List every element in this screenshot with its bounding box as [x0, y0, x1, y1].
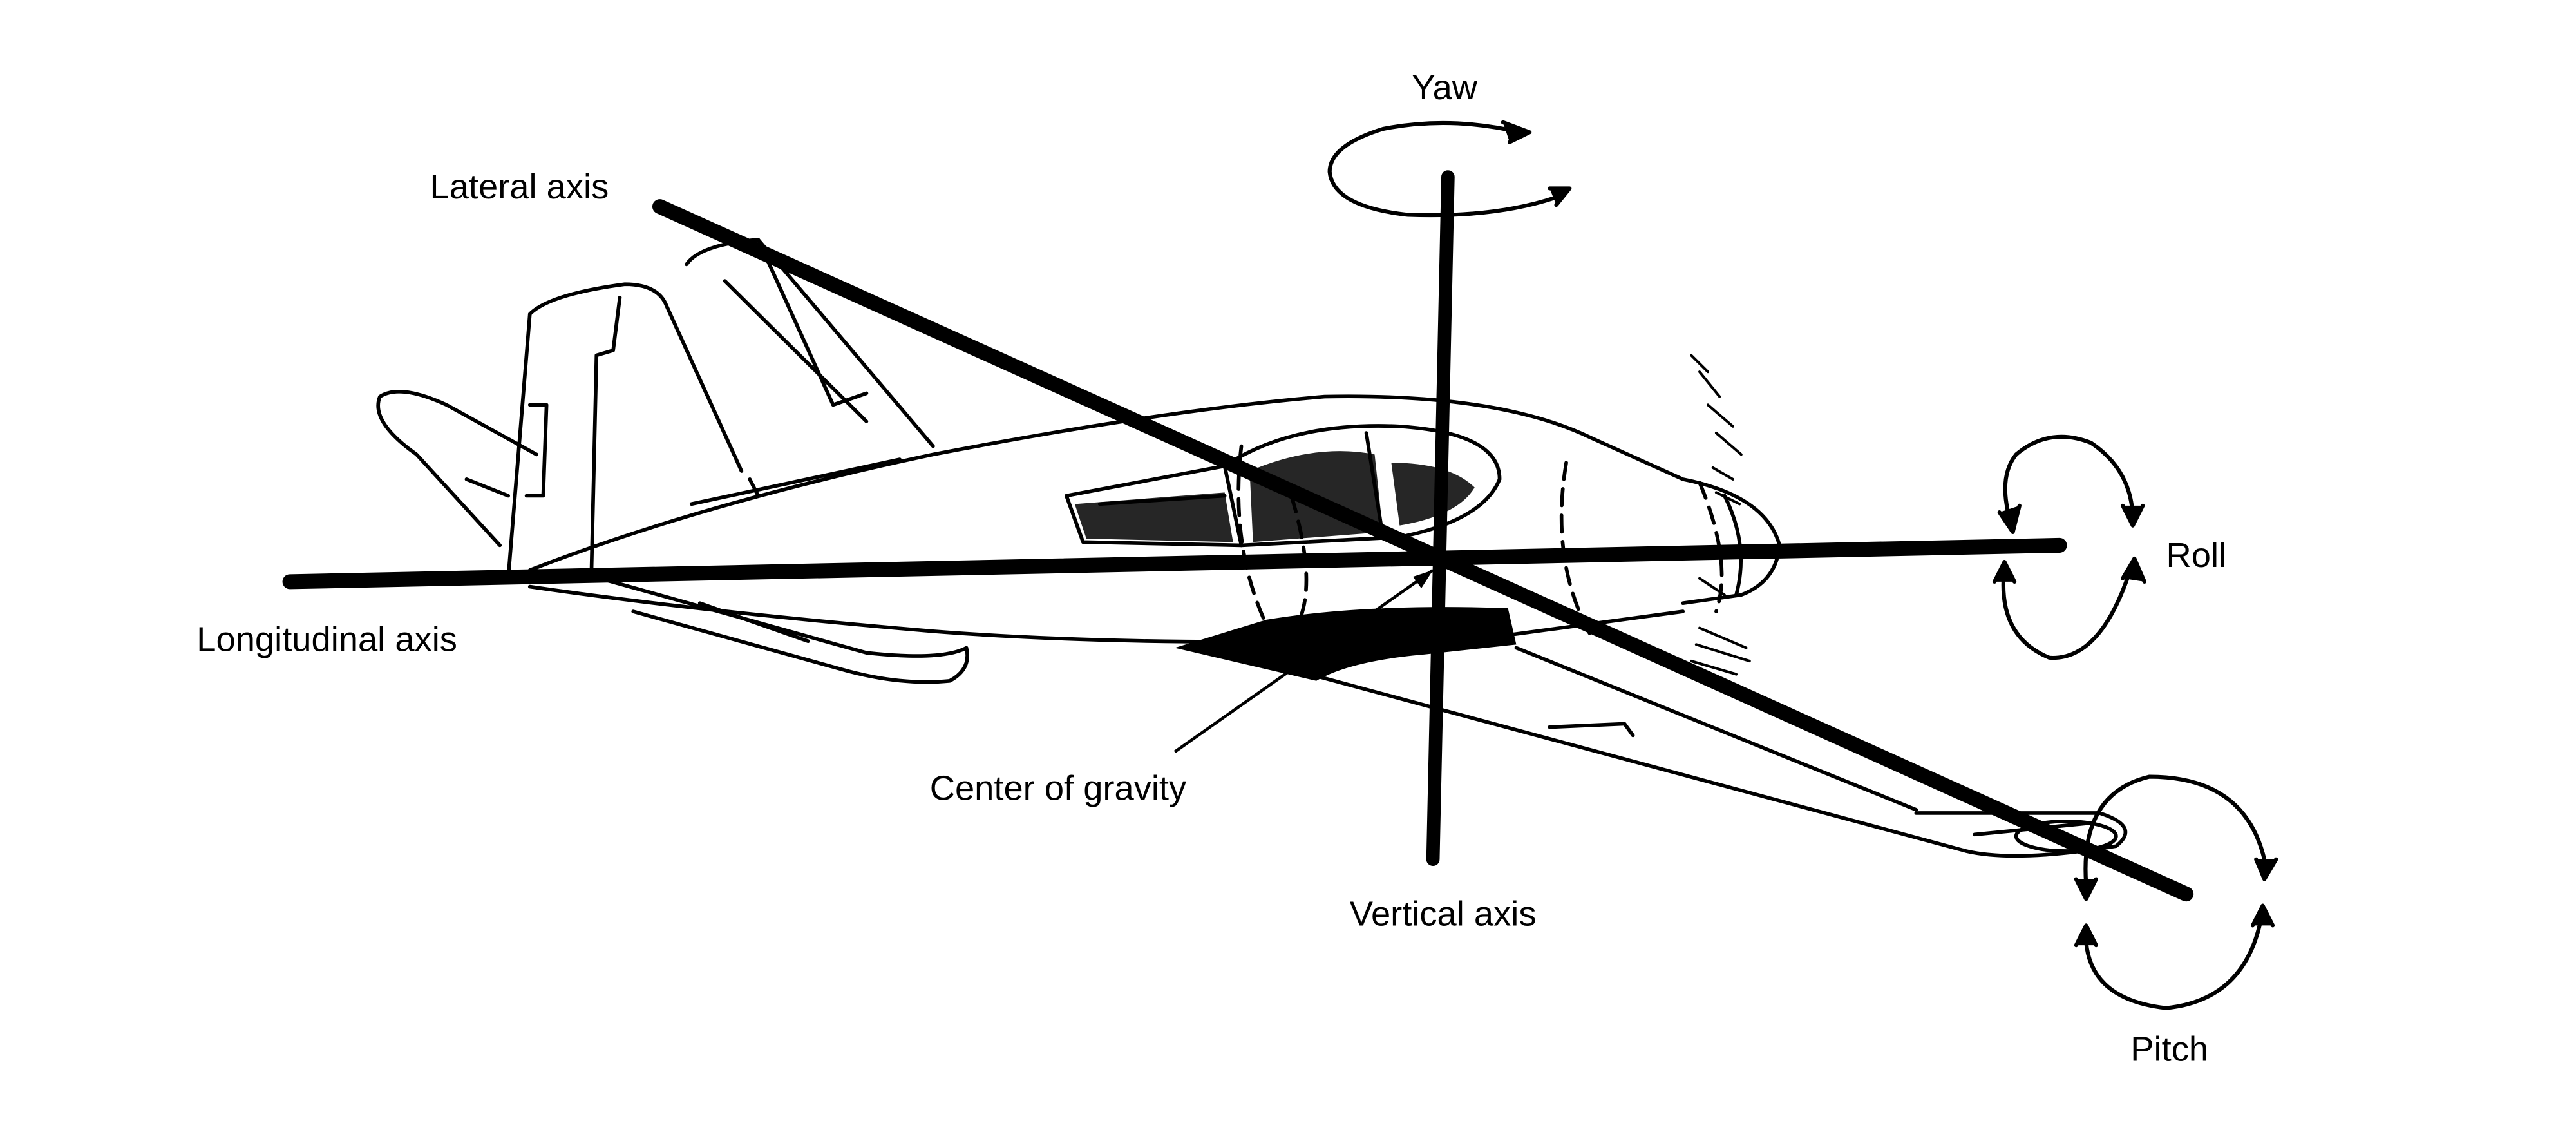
propeller-blur: [1690, 354, 1751, 676]
airplane-illustration: [376, 238, 2128, 858]
vertical-axis-label: Vertical axis: [1350, 895, 1537, 934]
roll-label: Roll: [2166, 536, 2227, 575]
lateral-axis-line: [652, 199, 2194, 902]
longitudinal-axis-line: [282, 537, 2067, 590]
roll-rotation-icon: [1992, 434, 2146, 660]
lateral-axis-label: Lateral axis: [430, 168, 609, 206]
vertical-stabilizer: [506, 282, 744, 580]
cockpit-hatching: [1074, 451, 1475, 542]
pitch-rotation-icon: [2074, 774, 2278, 1010]
longitudinal-axis-label: Longitudinal axis: [196, 620, 457, 659]
wing-far: [685, 238, 935, 448]
center-of-gravity-marker: [1173, 569, 1434, 753]
horizontal-stabilizer-far: [376, 389, 538, 548]
center-of-gravity-label: Center of gravity: [930, 769, 1186, 808]
pitch-label: Pitch: [2130, 1030, 2208, 1069]
axes: [282, 170, 2194, 902]
yaw-label: Yaw: [1412, 68, 1478, 107]
vertical-axis-line: [1426, 170, 1455, 867]
wing-root-shadow: [1175, 607, 1517, 681]
wing-tip: [2014, 819, 2118, 853]
